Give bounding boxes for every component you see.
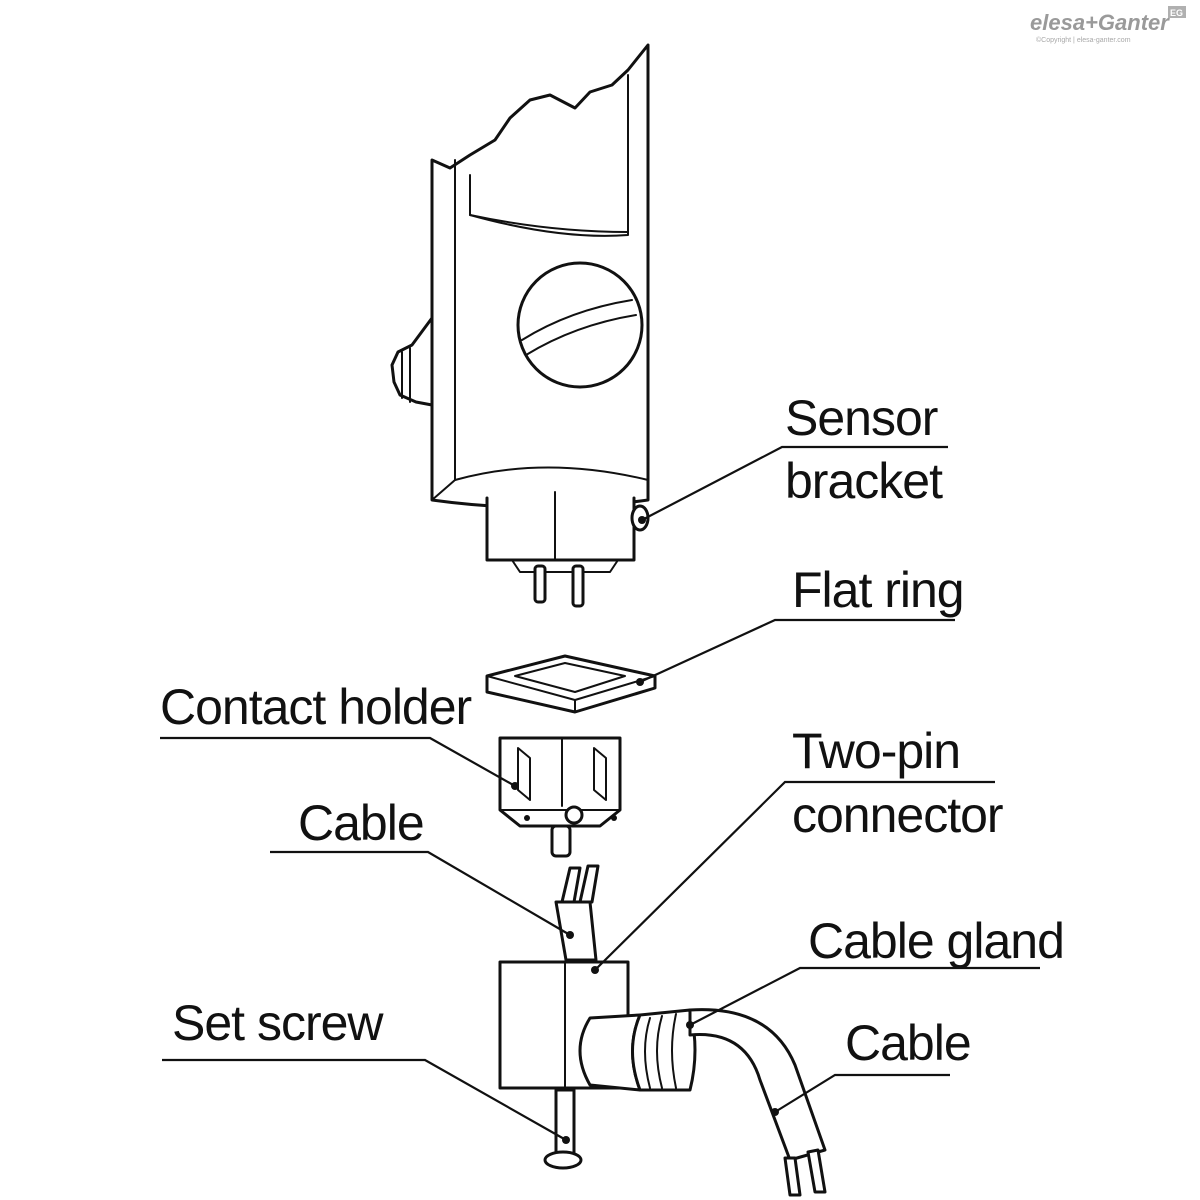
label-two-pin-line2: connector <box>792 787 1003 843</box>
brand-wordmark: elesa+Ganter <box>1030 10 1170 35</box>
flat-ring-part <box>485 654 657 714</box>
set-screw-head <box>543 1150 583 1170</box>
brand-badge-icon <box>1168 6 1186 18</box>
contact-holder-part <box>498 736 622 858</box>
slotted-screw <box>516 261 644 389</box>
label-cable-upper: Cable <box>298 795 424 851</box>
brand-badge-text: EG <box>1170 8 1183 18</box>
cable-lower-part <box>688 1008 827 1197</box>
label-contact-holder: Contact holder <box>160 679 472 735</box>
brand-copyright: ©Copyright | elesa-ganter.com <box>1036 36 1131 44</box>
bracket-plug <box>485 496 636 562</box>
brand-logo: elesa+Ganter EG ©Copyright | elesa-gante… <box>1030 6 1186 44</box>
pin-left <box>533 564 547 604</box>
cable-gland-part <box>578 1008 697 1092</box>
label-cable-lower: Cable <box>845 1015 971 1071</box>
label-sensor-bracket-line2: bracket <box>785 453 943 509</box>
pin-right <box>571 564 585 608</box>
part-labels: Sensor bracket Flat ring Contact holder … <box>160 390 1065 1071</box>
leader-lines <box>160 445 1040 1144</box>
set-screw-shaft <box>554 1088 576 1160</box>
label-flat-ring: Flat ring <box>792 562 964 618</box>
sensor-bracket-part <box>390 43 650 608</box>
label-cable-gland: Cable gland <box>808 913 1064 969</box>
label-set-screw: Set screw <box>172 995 384 1051</box>
label-sensor-bracket-line1: Sensor <box>785 390 938 446</box>
label-two-pin-line1: Two-pin <box>792 723 960 779</box>
side-knob <box>390 316 434 407</box>
